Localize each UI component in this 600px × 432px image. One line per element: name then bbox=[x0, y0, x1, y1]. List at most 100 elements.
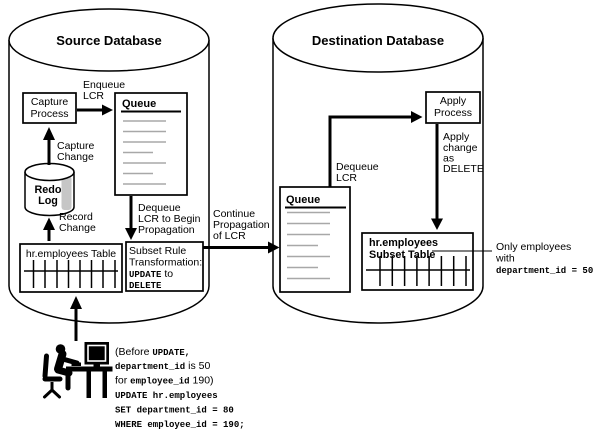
label-line: Record bbox=[59, 211, 93, 223]
label-line: Change bbox=[59, 222, 96, 234]
label-line: Dequeue bbox=[138, 202, 181, 214]
capture-process-rect bbox=[22, 92, 77, 124]
label-line: LCR bbox=[83, 90, 104, 102]
monitor-screen bbox=[87, 344, 107, 362]
statement-mono-fragment: UPDATE, bbox=[152, 348, 190, 358]
annotation-line: with bbox=[495, 253, 515, 265]
desk-top bbox=[66, 366, 113, 372]
subset-rule-to-text: to bbox=[161, 268, 173, 280]
enqueue-lcr-label: Enqueue LCR bbox=[83, 79, 125, 102]
statement-sans-fragment: 190) bbox=[190, 375, 214, 387]
source-queue-rect bbox=[114, 92, 188, 196]
source-employees-table-rect bbox=[19, 243, 123, 293]
subset-table-label-line1: hr.employees bbox=[369, 237, 438, 249]
capture-change-label: Capture Change bbox=[57, 140, 95, 163]
statement-line-2: department_id is 50 bbox=[115, 360, 210, 372]
label-line: LCR bbox=[336, 172, 357, 184]
statement-mono-fragment: employee_id bbox=[130, 377, 189, 387]
label-line: as bbox=[443, 153, 454, 165]
statement-line-6: WHERE employee_id = 190; bbox=[115, 420, 245, 430]
source-database-title: Source Database bbox=[56, 33, 162, 48]
apply-change-arrow bbox=[431, 124, 443, 230]
enqueue-lcr-arrow bbox=[77, 104, 113, 116]
desk-leg-left bbox=[86, 371, 91, 398]
subset-rule-label-line1: Subset Rule bbox=[129, 245, 186, 257]
source-queue-box: Queue bbox=[114, 92, 188, 196]
apply-change-as-delete-label: Apply change as DELETE bbox=[443, 131, 484, 175]
subset-rule-update-keyword: UPDATE bbox=[129, 270, 162, 280]
subset-rule-transformation-box: Subset Rule Transformation: UPDATE to DE… bbox=[125, 241, 204, 292]
arrow-head bbox=[102, 104, 113, 116]
statement-line-3: for employee_id 190) bbox=[115, 375, 214, 387]
apply-process-box: Apply Process bbox=[425, 91, 481, 124]
arrow-head bbox=[268, 241, 280, 254]
redo-log-icon: Redo Log bbox=[24, 162, 75, 217]
label-line: Change bbox=[57, 151, 94, 163]
statement-mono-fragment: department_id bbox=[115, 362, 185, 372]
destination-queue-label: Queue bbox=[286, 194, 320, 206]
label-line: of LCR bbox=[213, 230, 246, 242]
user-sql-statement: (Before UPDATE, department_id is 50 for … bbox=[115, 346, 245, 430]
source-table-glyph bbox=[24, 260, 118, 288]
label-line: change bbox=[443, 142, 478, 154]
destination-table-glyph bbox=[366, 256, 470, 286]
keyboard-icon bbox=[71, 362, 81, 366]
monitor-icon bbox=[84, 342, 109, 365]
destination-queue-rect bbox=[279, 186, 351, 293]
destination-dequeue-lcr-label: Dequeue LCR bbox=[336, 161, 379, 184]
dequeue-to-apply-arrow bbox=[328, 111, 423, 187]
apply-process-label-line2: Process bbox=[434, 107, 472, 119]
capture-process-box: Capture Process bbox=[22, 92, 77, 124]
label-line: Propagation bbox=[138, 224, 195, 236]
capture-process-label-line2: Process bbox=[31, 108, 69, 120]
statement-line-5: SET department_id = 80 bbox=[115, 406, 234, 416]
capture-process-label-line1: Capture bbox=[31, 96, 69, 108]
source-queue-label: Queue bbox=[122, 98, 156, 110]
redo-log-top bbox=[24, 162, 75, 182]
subset-table-label-line2: Subset Table bbox=[369, 249, 435, 261]
label-line: Apply bbox=[443, 131, 470, 143]
record-change-arrow bbox=[43, 217, 55, 241]
user-change-arrow bbox=[70, 296, 82, 341]
arrow-head bbox=[431, 218, 443, 230]
arrow-head bbox=[411, 111, 423, 123]
source-employees-table-label: hr.employees Table bbox=[26, 248, 116, 260]
label-line: Propagation bbox=[213, 219, 270, 231]
chair-base-right bbox=[50, 388, 61, 399]
subset-rule-label-line2: Transformation: bbox=[129, 257, 202, 269]
only-employees-annotation: Only employees with department_id = 50 bbox=[495, 241, 593, 276]
label-line: Dequeue bbox=[336, 161, 379, 173]
statement-line-1: (Before UPDATE, bbox=[115, 346, 190, 358]
redo-log-label-line2: Log bbox=[38, 195, 58, 207]
subset-rule-delete-keyword: DELETE bbox=[129, 281, 162, 291]
source-employees-table-box: hr.employees Table bbox=[19, 243, 123, 293]
arrow-head bbox=[43, 217, 55, 230]
destination-cylinder-top bbox=[272, 3, 484, 73]
annotation-line-mono: department_id = 50 bbox=[496, 266, 593, 276]
statement-sans-fragment: (Before bbox=[115, 346, 152, 358]
person-arm bbox=[58, 356, 80, 366]
arrow-head bbox=[43, 127, 55, 140]
monitor-stand bbox=[93, 364, 100, 367]
source-queue-entries bbox=[123, 120, 166, 185]
chair-base-left bbox=[43, 388, 54, 399]
arrow-head bbox=[70, 296, 82, 309]
apply-process-label-line1: Apply bbox=[440, 95, 467, 107]
label-line: Enqueue bbox=[83, 79, 125, 91]
user-at-computer-icon bbox=[42, 342, 113, 399]
desk-leg-right bbox=[102, 371, 107, 398]
continue-propagation-label: Continue Propagation of LCR bbox=[213, 208, 270, 242]
label-line: Continue bbox=[213, 208, 255, 220]
subset-rule-rect bbox=[125, 241, 204, 292]
chair-back bbox=[42, 353, 49, 379]
subset-rule-label-line3: UPDATE to bbox=[129, 268, 173, 280]
continue-propagation-arrow bbox=[203, 241, 280, 254]
dequeue-begin-propagation-label: Dequeue LCR to Begin Propagation bbox=[138, 202, 201, 236]
redo-log-shadow bbox=[61, 176, 72, 210]
redo-log-label-line1: Redo bbox=[35, 184, 62, 196]
statement-line-4: UPDATE hr.employees bbox=[115, 391, 218, 401]
statement-sans-fragment: for bbox=[115, 375, 130, 387]
statement-sans-fragment: is 50 bbox=[185, 360, 210, 372]
destination-database-title: Destination Database bbox=[312, 33, 444, 48]
